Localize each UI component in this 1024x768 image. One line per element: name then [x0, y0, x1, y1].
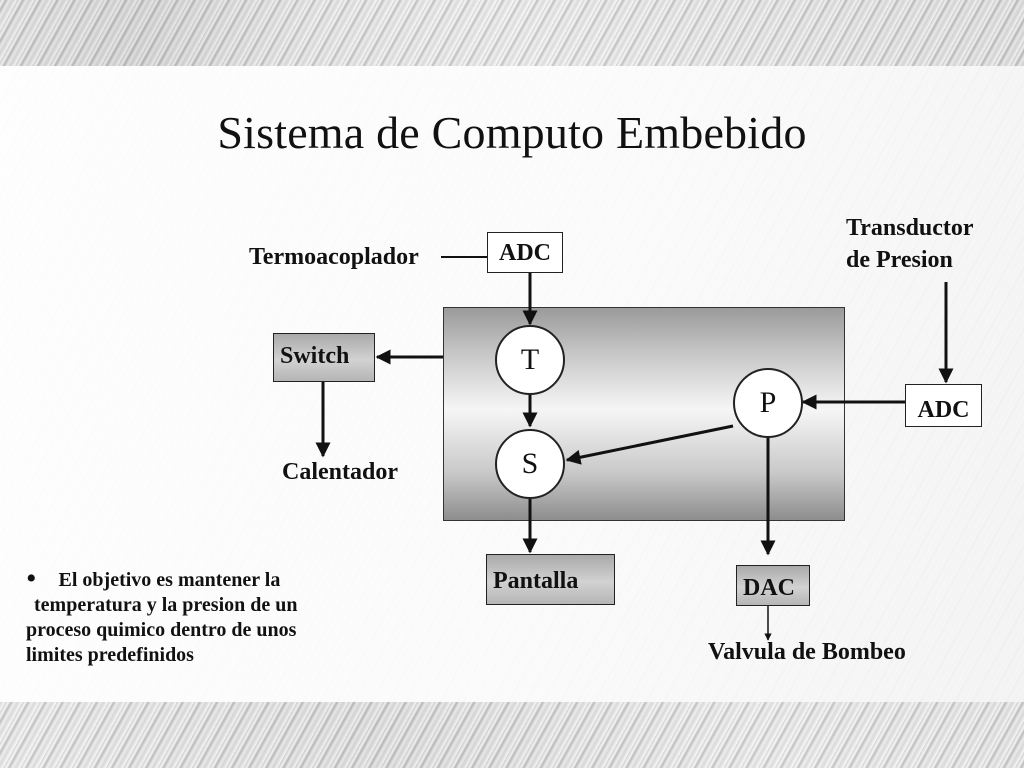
switch-box: Switch: [273, 333, 375, 382]
valve-label: Valvula de Bombeo: [708, 639, 906, 665]
node-temperature: T: [495, 325, 565, 395]
objective-note-line4: limites predefinidos: [26, 644, 194, 666]
pressure-transducer-line2: de Presion: [846, 247, 953, 273]
adc-pressure-label: ADC: [917, 396, 970, 423]
node-temperature-label: T: [520, 343, 540, 376]
slide-title: Sistema de Computo Embebido: [217, 107, 807, 158]
display-box: Pantalla: [486, 554, 615, 605]
objective-note-line2: temperatura y la presion de un: [34, 594, 298, 616]
node-switching-label: S: [521, 447, 539, 480]
objective-note-line3: proceso quimico dentro de unos: [26, 619, 297, 641]
pressure-transducer-label: Transductor de Presion: [846, 212, 974, 276]
display-label: Pantalla: [493, 568, 579, 594]
bullet-icon: •: [26, 562, 37, 595]
node-pressure: P: [733, 368, 803, 438]
objective-note-line1: El objetivo es mantener la: [58, 569, 281, 591]
node-pressure-label: P: [759, 386, 777, 419]
adc-pressure-box: ADC: [905, 384, 982, 427]
heater-label: Calentador: [282, 459, 398, 485]
dac-label: DAC: [743, 575, 795, 601]
thermocouple-label: Termoacoplador: [249, 244, 419, 270]
dac-box: DAC: [736, 565, 810, 606]
adc-temperature-label: ADC: [499, 239, 551, 266]
switch-label: Switch: [280, 343, 350, 369]
node-switching: S: [495, 429, 565, 499]
objective-note: • El objetivo es mantener la temperatura …: [26, 564, 346, 668]
adc-temperature-box: ADC: [487, 232, 563, 273]
pressure-transducer-line1: Transductor: [846, 215, 974, 241]
